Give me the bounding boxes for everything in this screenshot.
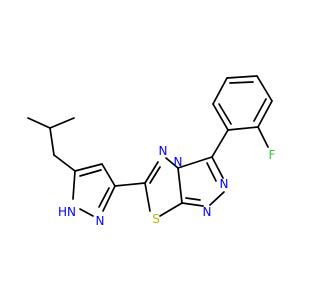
bond-td-n4-c7 (177, 167, 183, 204)
bond-pz-n1-c5 (72, 170, 76, 200)
bond-pz-c5-c4 (74, 163, 103, 172)
atom-label-fluorine: F (269, 148, 276, 162)
bond-ph-c3-c4 (256, 75, 273, 102)
atom-label-triazole-n-lower: N (203, 205, 212, 219)
bond-ph-c2-c3 (257, 100, 273, 128)
atom-label-triazole-n: N (220, 177, 229, 191)
bond-layer (27, 75, 273, 217)
bond-ph-c2-c3-inner (253, 98, 267, 122)
atom-label-pyrazole-nh: HN (58, 205, 76, 219)
bond-isobutyl-ch2-ring (53, 154, 76, 172)
bond-td-c6-n5 (144, 161, 159, 184)
bond-pz-n2-n1 (79, 208, 94, 217)
bond-isobutyl-ch3a (27, 117, 51, 129)
bond-pz-td-link (114, 182, 146, 187)
bond-ph-c4-c5 (226, 75, 258, 79)
bond-pz-c3-n2 (102, 185, 116, 212)
molecule-structure-diagram: HN N N S N N N F (27, 75, 276, 228)
bond-ph-c6-c1-inner (218, 103, 232, 125)
bond-td-c6-n5-inner (149, 166, 161, 184)
bond-tr-n1-c7 (181, 202, 204, 207)
bond-tr-n2-n1 (209, 191, 225, 206)
bond-ph-c6-c1 (212, 103, 229, 131)
bond-pz-c3-n2-inner (98, 187, 110, 208)
bond-td-c7-s (159, 202, 183, 217)
bond-td-n5-n4 (165, 157, 179, 169)
bond-pz-c4-c3 (101, 163, 116, 187)
bond-isobutyl-ch-ch2 (49, 127, 55, 156)
bond-c-f (257, 126, 269, 148)
atom-label-bridge-n: N (174, 155, 183, 169)
bond-pz-c5-c4-inner (79, 169, 102, 177)
bond-td-s-c6 (144, 182, 151, 212)
bond-ph-c5-c6 (212, 77, 228, 105)
atom-label-sulfur: S (152, 212, 160, 226)
bond-ph-c1-c2 (227, 126, 259, 131)
bond-tr-c3-n2 (211, 156, 224, 179)
bond-tr-c3-n2-inner (206, 162, 217, 182)
bond-isobutyl-ch3b (49, 117, 75, 129)
bond-ph-c4-c5-inner (229, 81, 254, 84)
atom-label-layer: HN N N S N N N F (58, 144, 276, 228)
atom-label-thiadiazole-n: N (159, 144, 168, 158)
bond-tr-n1-c7-inner (185, 197, 201, 201)
bond-tr-ph-link (211, 129, 229, 158)
atom-label-pyrazole-n: N (96, 214, 105, 228)
bond-tr-n4-c3 (177, 156, 213, 169)
